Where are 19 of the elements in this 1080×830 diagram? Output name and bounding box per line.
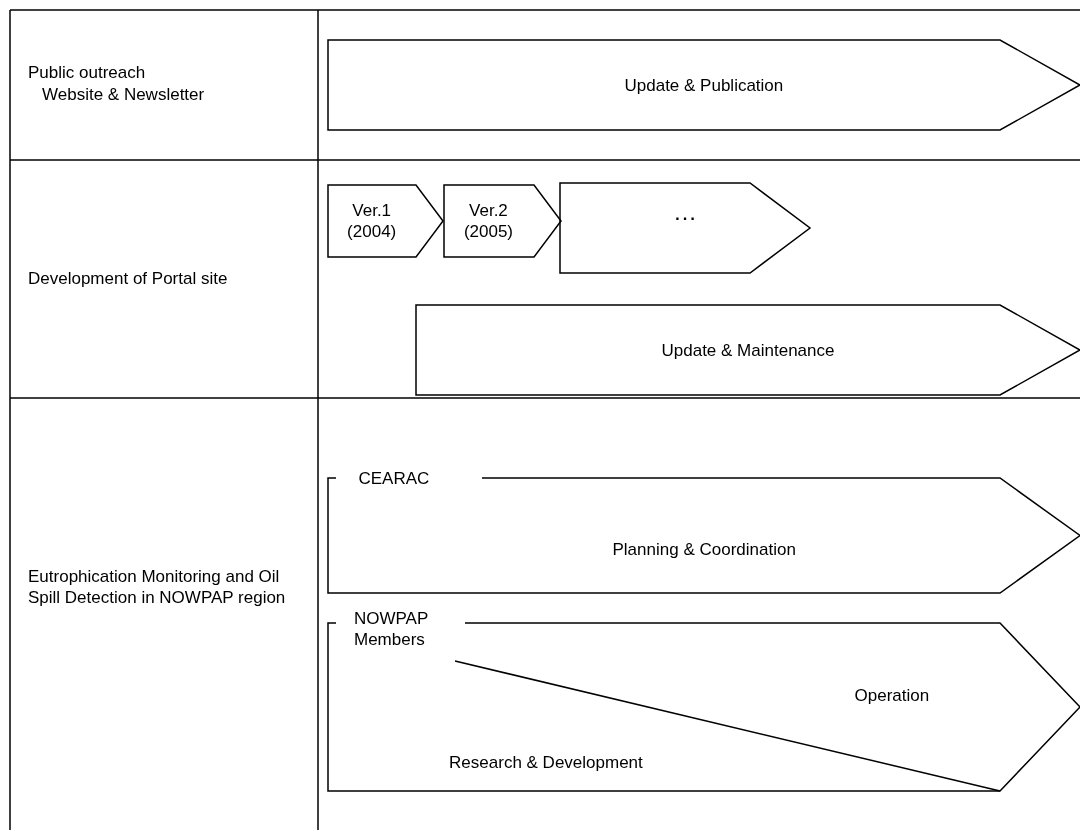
ellipsis-text: … <box>673 201 697 223</box>
row-header-text: Eutrophication Monitoring and Oil Spill Detection in NOWPAP region <box>28 566 287 608</box>
arrow-shape <box>328 185 443 257</box>
arrow-label: Research & Development <box>449 751 643 773</box>
arrow-label: Operation <box>854 684 930 706</box>
arrow-label: Ver.2 (2005) <box>462 200 514 242</box>
arrow-label: Update & Publication <box>624 74 784 96</box>
arrow-label: Ver.1 (2004) <box>346 200 398 242</box>
arrow-label: Planning & Coordination <box>612 538 796 560</box>
row-header-text: Development of Portal site <box>28 268 228 289</box>
row-header-text: Public outreach <box>28 62 146 83</box>
phase-heading: NOWPAP Members <box>354 608 429 650</box>
arrow-shape <box>416 305 1080 395</box>
arrow-label: Update & Maintenance <box>661 339 835 361</box>
phase-heading: CEARAC <box>358 467 430 489</box>
row-header-text: Website & Newsletter <box>42 84 205 105</box>
arrow-shape <box>328 40 1080 130</box>
arrow-shape <box>560 183 810 273</box>
arrow-shape <box>444 185 561 257</box>
